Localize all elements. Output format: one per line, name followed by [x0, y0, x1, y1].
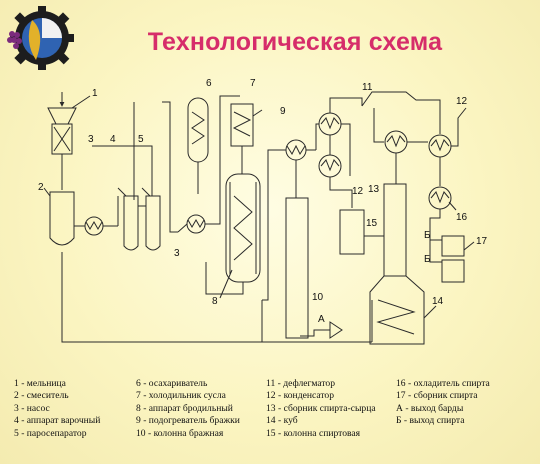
label-8: 8	[212, 296, 218, 307]
dephlegmator	[318, 112, 342, 136]
label-b-top: Б	[424, 230, 431, 241]
label-b-bottom: Б	[424, 254, 431, 265]
legend-item: 10 - колонна бражная	[136, 427, 224, 439]
legend-item: 2 - смеситель	[14, 390, 69, 402]
wort-cooler	[230, 103, 263, 147]
mill	[47, 92, 91, 155]
legend-item: 16 - охладитель спирта	[396, 378, 490, 389]
cooking-apparatus	[117, 187, 139, 251]
label-1: 1	[92, 88, 98, 99]
legend-item: 4 - аппарат варочный	[14, 415, 101, 427]
legend-item: 1 - мельница	[14, 378, 66, 389]
legend-col-4: 16 - охладитель спирта 17 - сборник спир…	[396, 378, 490, 428]
dephlegmator-2	[384, 130, 408, 154]
mash-column	[285, 160, 309, 339]
steam-separator	[141, 187, 161, 251]
condenser	[318, 154, 342, 178]
legend-item: 6 - осахариватель	[136, 378, 208, 389]
raw-spirit-collector	[339, 209, 384, 255]
label-3: 3	[88, 134, 94, 145]
legend-item: Б - выход спирта	[396, 415, 465, 427]
label-a: А	[318, 314, 325, 325]
label-9: 9	[280, 106, 286, 117]
label-3-second: 3	[174, 248, 180, 259]
legend-item: 7 - холодильник сусла	[136, 390, 226, 402]
diagram-labels: 1 2 3 4 5 6 7 8 9 10 11 12 13 14 15 16 1…	[38, 78, 488, 325]
label-12: 12	[352, 186, 364, 197]
label-13: 13	[368, 184, 380, 195]
condenser-2	[428, 134, 452, 158]
label-12-top: 12	[456, 96, 468, 107]
pump	[74, 216, 118, 236]
legend-item: 13 - сборник спирта-сырца	[266, 402, 376, 414]
label-5: 5	[138, 134, 144, 145]
legend-item: 12 - конденсатор	[266, 390, 335, 402]
spirit-column	[383, 183, 407, 277]
label-6: 6	[206, 78, 212, 89]
mixer	[43, 187, 75, 246]
legend-item: А - выход барды	[396, 402, 464, 414]
legend-item: 14 - куб	[266, 415, 298, 427]
label-7: 7	[250, 78, 256, 89]
label-11: 11	[362, 82, 373, 93]
label-14: 14	[432, 296, 444, 307]
legend-item: 15 - колонна спиртовая	[266, 427, 361, 439]
label-4: 4	[110, 134, 116, 145]
legend-item: 5 - паросепаратор	[14, 427, 87, 439]
saccharifier	[187, 97, 209, 163]
legend-item: 9 - подогреватель бражки	[136, 415, 240, 427]
pump-2	[177, 214, 206, 234]
logo	[7, 6, 74, 70]
fermentation-apparatus	[219, 173, 261, 299]
spirit-collectors	[441, 235, 475, 283]
legend-item: 8 - аппарат бродильный	[136, 402, 233, 414]
legend-item: 11 - дефлегматор	[266, 378, 335, 389]
legend-item: 17 - сборник спирта	[396, 390, 478, 402]
label-10: 10	[312, 292, 324, 303]
mash-heater	[285, 139, 316, 161]
legend-col-1: 1 - мельница 2 - смеситель 3 - насос 4 -…	[14, 378, 100, 440]
label-17: 17	[476, 236, 488, 247]
legend-col-3: 11 - дефлегматор 12 - конденсатор 13 - с…	[266, 378, 376, 440]
legend-item: 3 - насос	[14, 402, 50, 414]
still	[369, 275, 437, 345]
legend-col-2: 6 - осахариватель 7 - холодильник сусла …	[136, 378, 240, 440]
label-16: 16	[456, 212, 468, 223]
label-2: 2	[38, 182, 44, 193]
page-title: Технологическая схема	[147, 28, 443, 56]
spirit-cooler	[428, 186, 452, 210]
label-15: 15	[366, 218, 378, 229]
